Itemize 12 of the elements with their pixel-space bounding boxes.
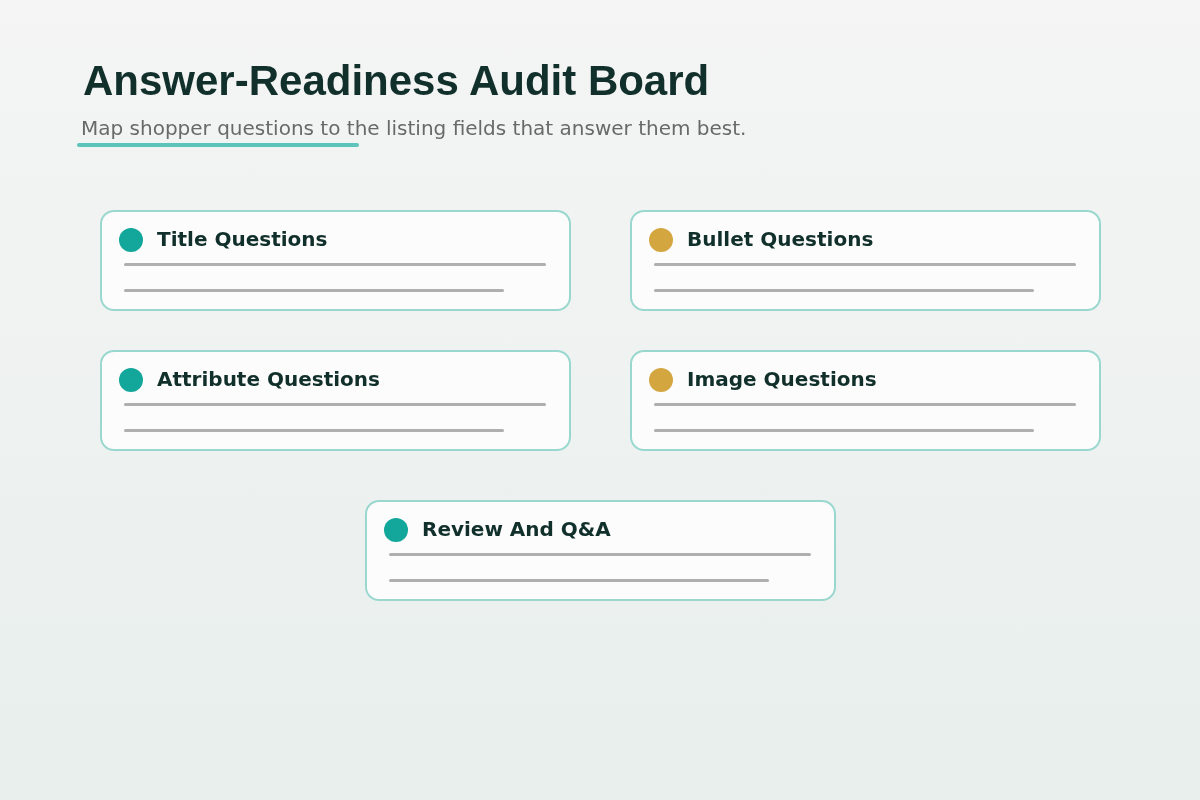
subtitle: Map shopper questions to the listing fields that answer them best. xyxy=(81,115,747,141)
card-heading: Title Questions xyxy=(157,226,328,252)
card-heading: Review And Q&A xyxy=(422,516,611,542)
card-heading: Bullet Questions xyxy=(687,226,874,252)
category-card xyxy=(630,350,1101,451)
board-title: Answer-Readiness Audit Board xyxy=(83,57,710,105)
category-card xyxy=(100,210,571,311)
category-card xyxy=(630,210,1101,311)
category-card xyxy=(365,500,836,601)
card-heading: Image Questions xyxy=(687,366,877,392)
card-heading: Attribute Questions xyxy=(157,366,380,392)
category-card xyxy=(100,350,571,451)
